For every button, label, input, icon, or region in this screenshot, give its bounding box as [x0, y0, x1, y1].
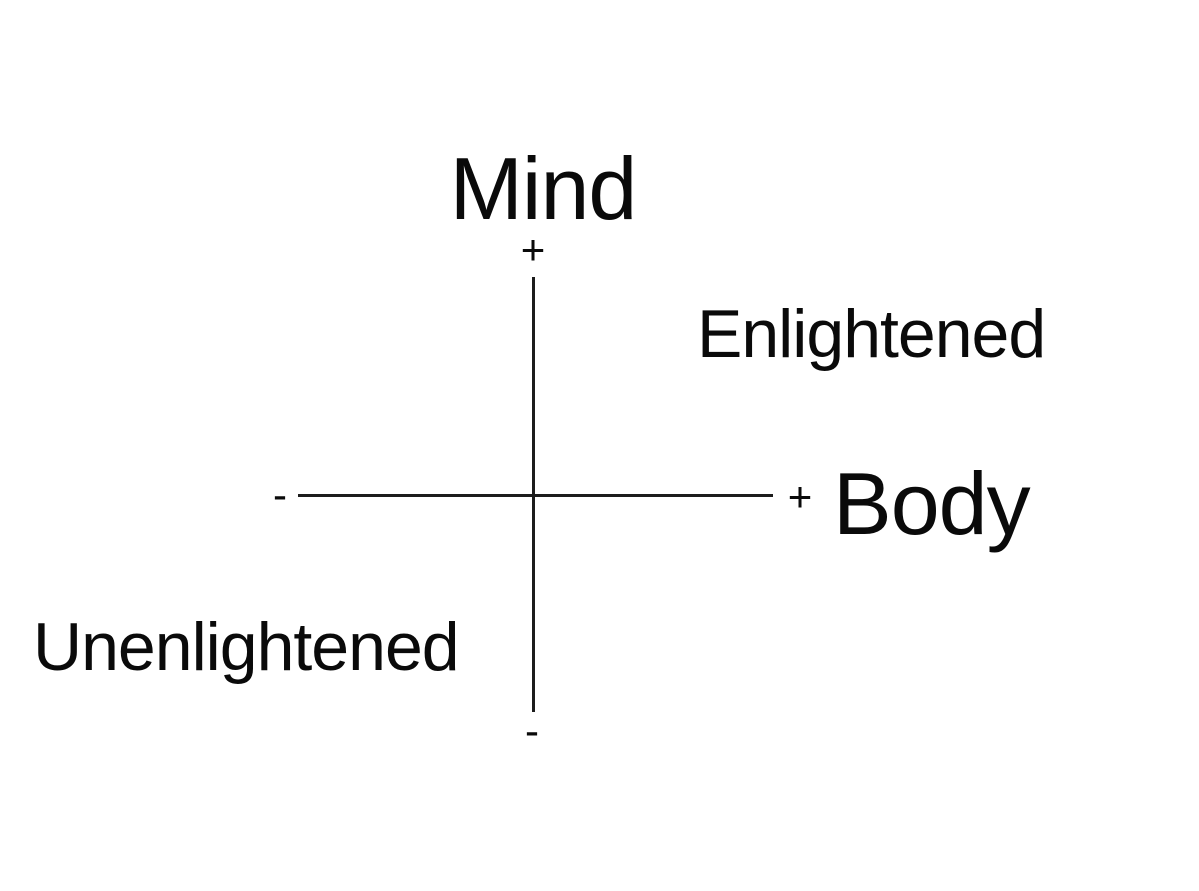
y-axis-plus-sign: + — [520, 226, 546, 273]
y-axis-label-mind: Mind — [449, 139, 638, 238]
x-axis-minus-sign: - — [273, 471, 287, 518]
x-axis-line — [298, 494, 773, 497]
x-axis-label-body: Body — [833, 454, 1031, 553]
x-axis-plus-sign: + — [787, 473, 813, 520]
quadrant-label-enlightened: Enlightened — [697, 296, 1046, 372]
quadrant-label-unenlightened: Unenlightened — [33, 609, 460, 685]
y-axis-minus-sign: - — [525, 707, 539, 754]
